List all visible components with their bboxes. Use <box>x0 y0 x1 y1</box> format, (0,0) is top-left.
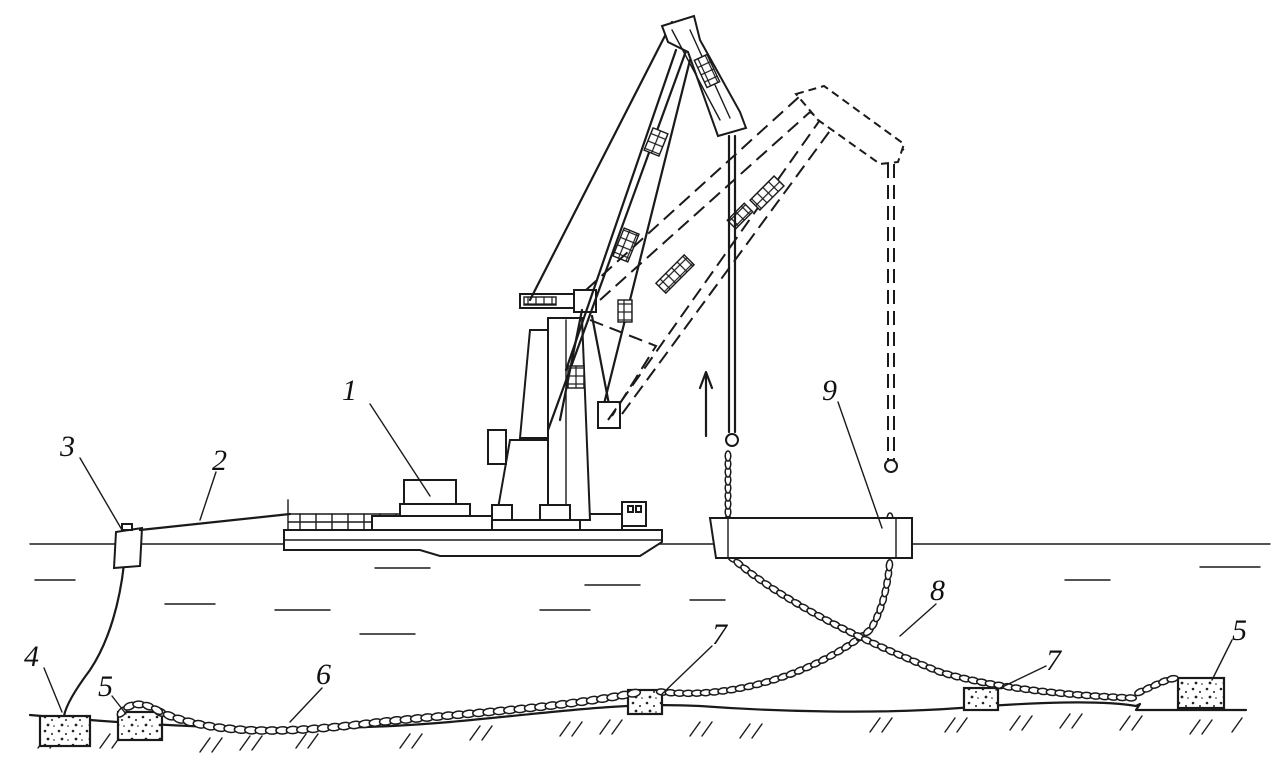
label-clump-mid: 7 <box>712 618 729 651</box>
chain-link <box>724 450 732 462</box>
label-pontoon: 9 <box>822 374 837 407</box>
label-towline: 2 <box>212 444 227 477</box>
label-buoy: 3 <box>59 430 75 463</box>
chain-link <box>150 705 164 716</box>
water-ripples <box>34 566 1261 635</box>
clump-weight-5-left <box>116 710 164 742</box>
ground-chain-6 <box>153 688 642 735</box>
seabed-hatching <box>37 713 1243 753</box>
label-bridle-chain: 8 <box>930 574 945 607</box>
anchor-block-4 <box>38 714 92 748</box>
pontoon <box>708 517 913 559</box>
label-clump-left: 5 <box>98 670 113 703</box>
label-clump-right: 5 <box>1232 614 1247 647</box>
chain-link <box>885 559 894 572</box>
chain-left-clump <box>116 700 164 718</box>
clump-weight-5-right <box>1176 676 1226 710</box>
water <box>29 543 1271 635</box>
chain-mid-up <box>655 559 894 698</box>
buoy-cable <box>62 562 126 718</box>
label-anchor-block-left: 4 <box>24 640 39 673</box>
chain-right-clump <box>1134 674 1179 697</box>
clump-weight-7-mid <box>626 688 664 716</box>
chain-link <box>626 688 642 698</box>
clump-weight-7-right <box>962 686 1000 712</box>
lift-direction-arrow <box>698 370 714 438</box>
crane-boom <box>528 14 748 432</box>
labels: 1 2 3 4 5 6 7 8 9 7 5 <box>24 374 1247 723</box>
label-crane: 1 <box>342 374 357 407</box>
chain-link <box>1124 694 1138 702</box>
towline <box>138 512 292 532</box>
label-clump-mid-right: 7 <box>1046 644 1063 677</box>
chain-pontoon-left <box>724 450 732 526</box>
buoy <box>112 523 144 570</box>
label-ground-chain: 6 <box>316 658 331 691</box>
crane-boom-alt <box>585 84 906 473</box>
hoist-line <box>725 134 739 447</box>
chain-link <box>1166 674 1179 683</box>
